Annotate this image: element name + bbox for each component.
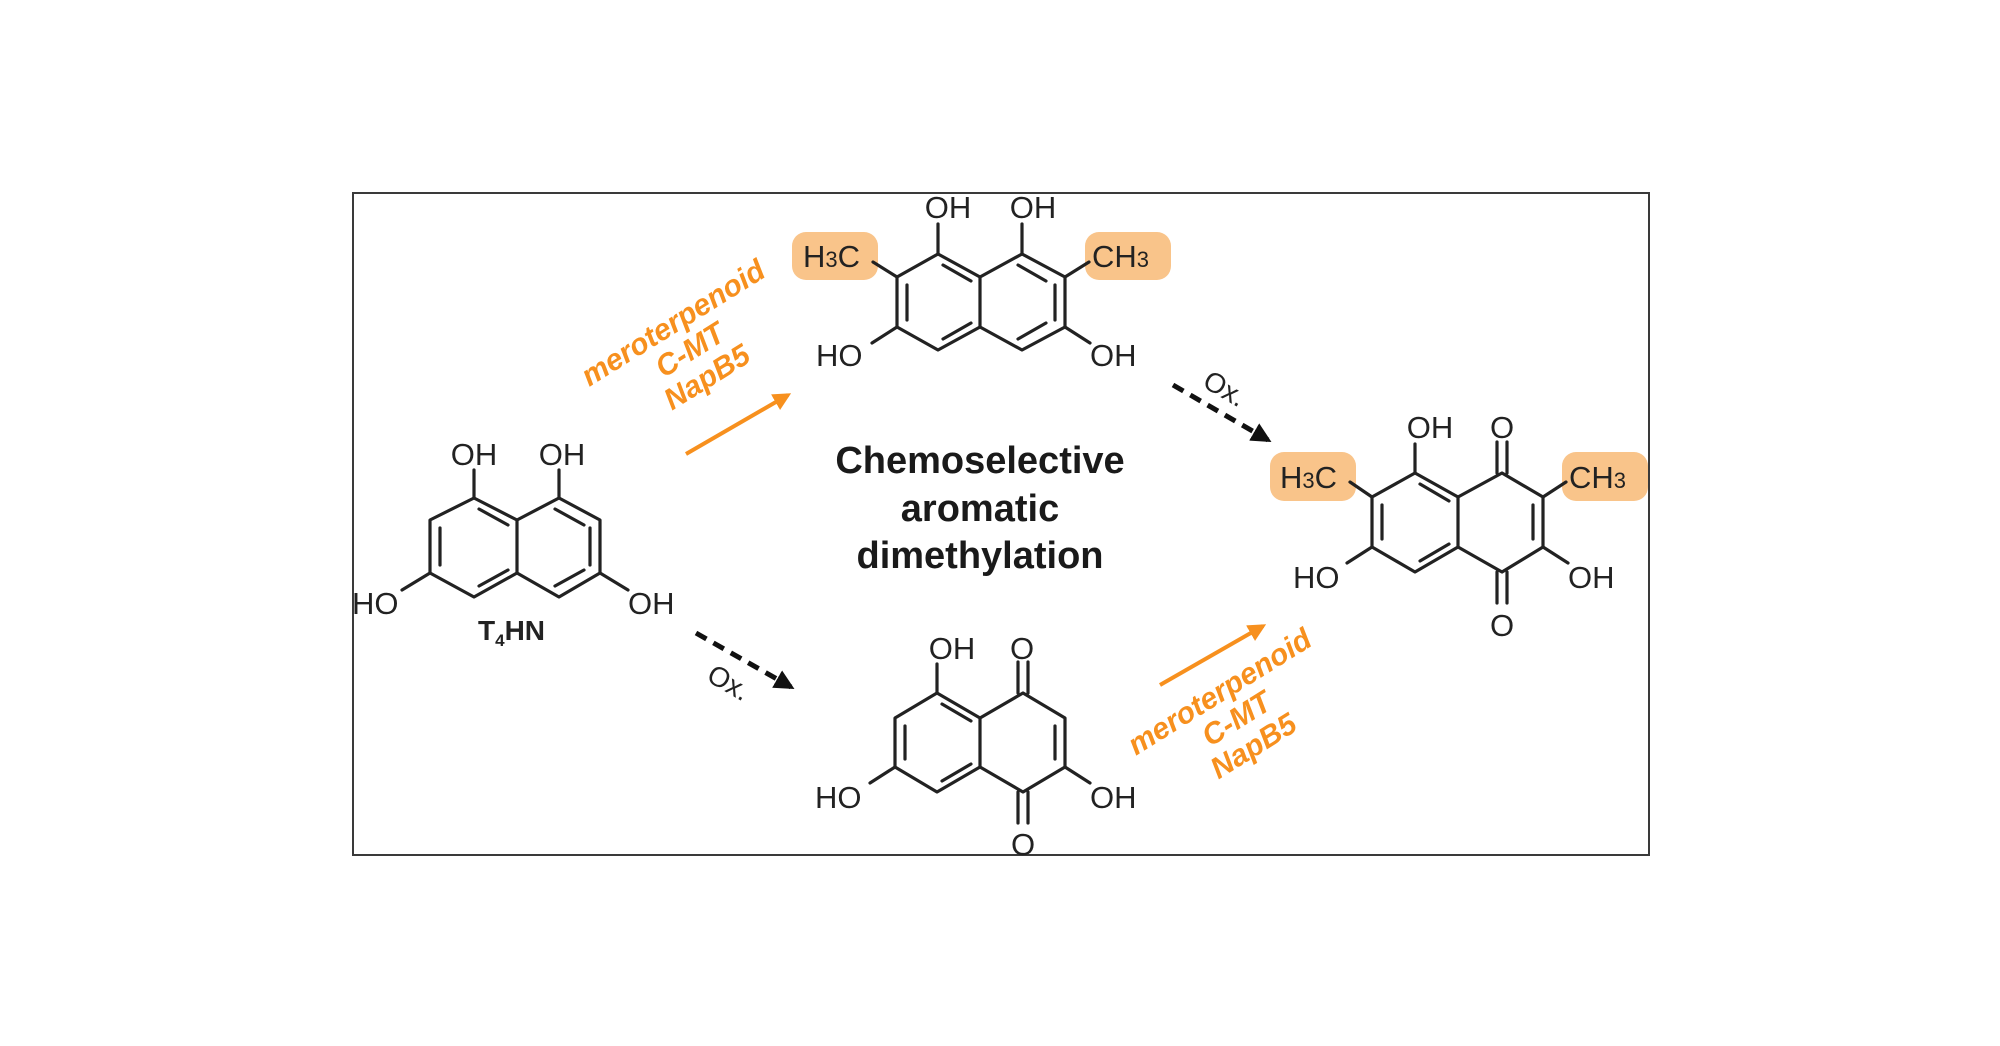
dimethyl-oh-top-right: OH: [1010, 190, 1057, 225]
flaviolin-ho-left: HO: [815, 780, 862, 815]
dimethyl-oh-top-left: OH: [925, 190, 972, 225]
title-line-2: aromatic: [901, 488, 1059, 530]
lower-oxidation-arrow: [694, 630, 795, 690]
product-bonds: [1345, 440, 1570, 605]
flaviolin-oh-right: OH: [1090, 780, 1137, 815]
t4hn-oh-top-left: OH: [451, 437, 498, 472]
methyl-highlight-left: [792, 232, 878, 280]
dimethyl-methyl-right: CH3: [1092, 239, 1149, 274]
product-ho-left: HO: [1293, 560, 1340, 595]
compound-dimethyl-t4hn: OH OH HO OH H3C CH3: [792, 190, 1171, 373]
product-o-top: O: [1490, 410, 1514, 445]
dimethyl-t4hn-bonds: [870, 222, 1092, 352]
upper-oxidation-arrow: [1171, 382, 1272, 443]
product-oh-right: OH: [1568, 560, 1615, 595]
upper-enzymatic-arrow: [684, 393, 792, 456]
flaviolin-oh-top: OH: [929, 631, 976, 666]
product-methyl-highlight-right: [1562, 452, 1648, 501]
title-line-1: Chemoselective: [835, 440, 1124, 482]
t4hn-label: T4HN: [478, 615, 545, 650]
flaviolin-o-bottom: O: [1011, 827, 1035, 862]
methyl-highlight-right: [1085, 232, 1171, 280]
dimethyl-methyl-left: H3C: [803, 239, 860, 274]
flaviolin-o-top: O: [1010, 631, 1034, 666]
lower-enzymatic-arrow: [1159, 624, 1267, 687]
product-oh-top: OH: [1407, 410, 1454, 445]
compound-t4hn: OH OH HO OH T4HN: [352, 437, 675, 650]
t4hn-oh-right: OH: [628, 586, 675, 621]
t4hn-ho-left: HO: [352, 586, 399, 621]
compound-flaviolin: OH O HO OH O: [815, 631, 1137, 862]
product-o-bottom: O: [1490, 608, 1514, 643]
product-methyl-right: CH3: [1569, 460, 1626, 495]
dimethyl-ho-left: HO: [816, 338, 863, 373]
t4hn-oh-top-right: OH: [539, 437, 586, 472]
dimethyl-oh-right: OH: [1090, 338, 1137, 373]
title-line-3: dimethylation: [856, 535, 1103, 577]
compound-dimethyl-flaviolin: OH O HO OH O H3C CH3: [1270, 410, 1648, 643]
product-methyl-left: H3C: [1280, 460, 1337, 495]
scheme-title: Chemoselective aromatic dimethylation: [835, 440, 1124, 577]
t4hn-bonds: [400, 468, 630, 599]
flaviolin-bonds: [868, 660, 1092, 825]
product-methyl-highlight-left: [1270, 452, 1356, 501]
figure-frame: [352, 192, 1650, 856]
